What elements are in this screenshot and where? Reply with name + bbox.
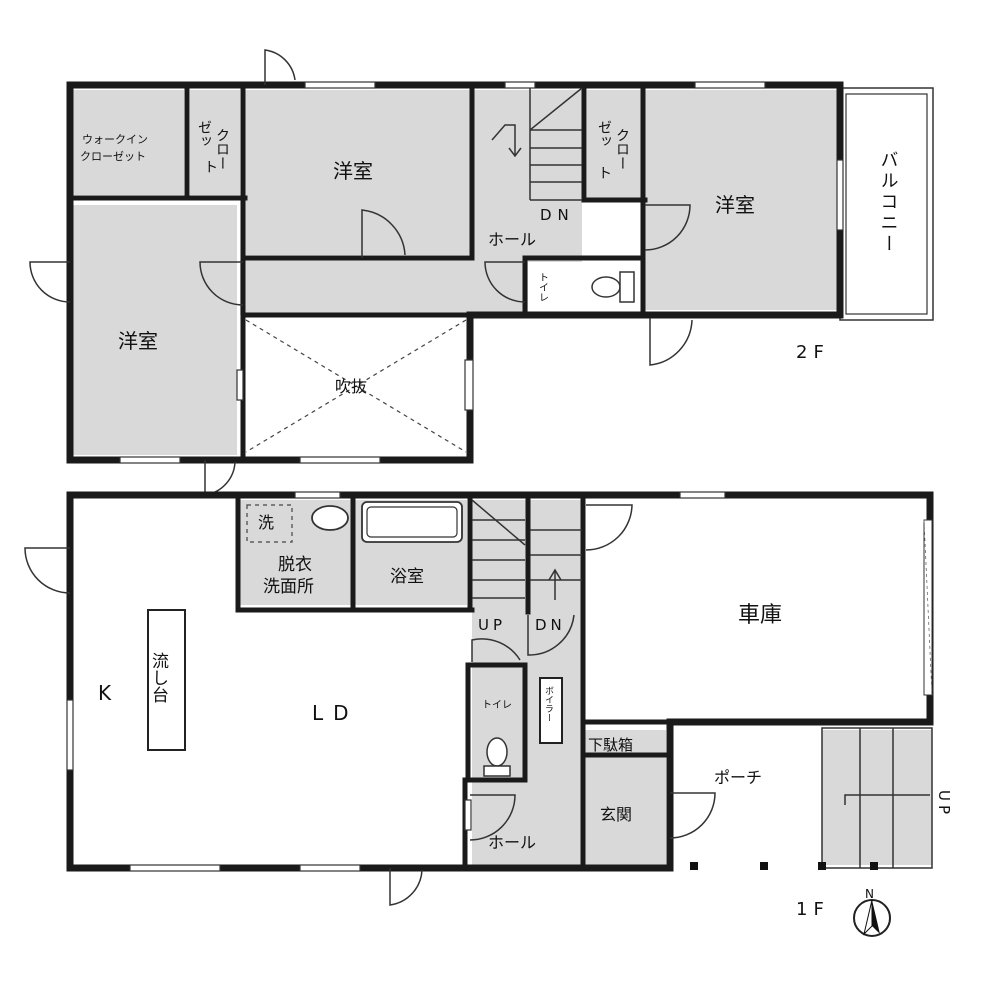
stairs-dn-1f-label: DN bbox=[535, 616, 566, 634]
closet-b-col1: ゼッ bbox=[596, 120, 612, 148]
toilet-2f-label: トイレ bbox=[537, 272, 549, 302]
boiler-label: ボイラー bbox=[543, 686, 554, 722]
bathroom-label: 浴室 bbox=[390, 567, 424, 587]
western-room-b-label: 洋室 bbox=[715, 193, 755, 217]
floor-1f: 洗 脱衣 洗面所 浴室 UP DN 車庫 K 流し台 LD トイレ ボイラー 下… bbox=[24, 491, 953, 920]
balcony bbox=[839, 87, 934, 321]
sink-label: 流し台 bbox=[148, 652, 169, 703]
compass: N bbox=[853, 887, 891, 937]
walkin-closet-label-line1: ウォークイン bbox=[82, 133, 148, 146]
closet-a-col3: ト bbox=[204, 160, 218, 176]
closet-a-col1: ゼッ bbox=[196, 120, 212, 148]
walkin-closet-label-line2: クローゼット bbox=[80, 150, 146, 163]
atrium-cross bbox=[245, 319, 467, 453]
laundry-label: 洗 bbox=[258, 513, 274, 532]
western-room-a-label: 洋室 bbox=[333, 159, 373, 183]
boiler-box bbox=[539, 677, 563, 744]
dressing-room-label-line2: 洗面所 bbox=[263, 577, 314, 597]
outer-stairs-up-label: UP bbox=[935, 790, 953, 818]
living-dining-label: LD bbox=[312, 701, 359, 725]
shoe-box-label: 下駄箱 bbox=[588, 736, 633, 754]
floor-1f-label: 1F bbox=[796, 899, 830, 920]
closet-b-col2: クロー bbox=[614, 128, 630, 170]
closet-a-col2: クロー bbox=[214, 128, 230, 170]
western-room-c-label: 洋室 bbox=[118, 329, 158, 353]
stairs-up-1f-label: UP bbox=[478, 616, 506, 634]
hall-2f-label: ホール bbox=[488, 230, 536, 249]
floor-2f-label: 2F bbox=[796, 342, 830, 363]
stairs-1f bbox=[471, 499, 582, 600]
atrium-label: 吹抜 bbox=[335, 377, 367, 396]
stairs-2f bbox=[491, 85, 583, 201]
sink-counter bbox=[147, 609, 186, 751]
garage-label: 車庫 bbox=[738, 603, 782, 628]
stairs-dn-2f-label: DN bbox=[540, 206, 575, 224]
floor-2f: ウォークイン クローゼット クロー ゼッ ト クロー ゼッ ト 洋室 洋室 洋室… bbox=[29, 49, 934, 496]
compass-needle-icon bbox=[872, 900, 880, 934]
toilet-fixture-2f bbox=[591, 271, 635, 303]
closet-b-col3: ト bbox=[598, 166, 612, 182]
compass-north-label: N bbox=[865, 887, 874, 901]
toilet-1f-label: トイレ bbox=[482, 700, 512, 711]
kitchen-label: K bbox=[98, 681, 112, 705]
entrance-label: 玄関 bbox=[600, 805, 632, 824]
dressing-room-label-line1: 脱衣 bbox=[278, 555, 312, 575]
porch-label: ポーチ bbox=[714, 768, 762, 787]
balcony-label: バルコニー bbox=[878, 150, 899, 255]
hall-1f-label: ホール bbox=[488, 833, 536, 852]
